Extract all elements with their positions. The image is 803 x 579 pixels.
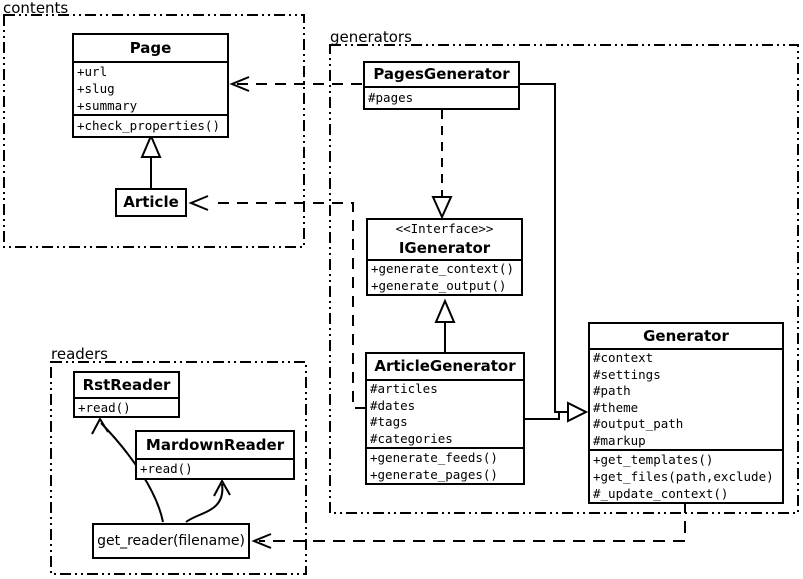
class-markdownreader-title: MardownReader — [145, 436, 285, 454]
class-igenerator: <<Interface>> IGenerator +generate_conte… — [366, 218, 523, 296]
dependency-generator-to-getreader — [251, 501, 686, 549]
function-get-reader: get_reader(filename) — [92, 523, 250, 559]
attribute: #path — [593, 383, 631, 398]
attribute: +slug — [77, 81, 115, 96]
class-igenerator-title: IGenerator — [398, 239, 491, 257]
method: +generate_context() — [371, 261, 514, 276]
package-contents-label: contents — [3, 0, 69, 17]
attribute: +summary — [77, 98, 138, 113]
class-igenerator-stereotype: <<Interface>> — [395, 221, 494, 236]
dependency-articlegenerator-to-article — [188, 195, 366, 409]
class-rstreader: RstReader +read() — [73, 371, 180, 418]
attribute: #context — [593, 350, 654, 365]
attribute: #pages — [368, 90, 414, 105]
class-pagesgenerator-title: PagesGenerator — [373, 65, 510, 83]
package-readers-label: readers — [51, 345, 108, 363]
class-article: Article — [115, 188, 187, 217]
attribute: #settings — [593, 366, 661, 382]
attribute: #categories — [370, 430, 453, 446]
class-article-title: Article — [123, 193, 179, 211]
method: +generate_feeds() — [370, 450, 498, 465]
dependency-pagesgenerator-to-page — [229, 76, 362, 92]
realization-pagesgenerator-to-igenerator — [431, 110, 453, 220]
method: #_update_context() — [593, 486, 729, 501]
method: +get_templates() — [593, 452, 714, 467]
attribute: #theme — [593, 399, 639, 415]
class-generator: Generator #context #settings #path #them… — [588, 322, 784, 504]
class-page: Page +url +slug +summary +check_properti… — [72, 33, 229, 138]
method: +read() — [140, 461, 193, 476]
class-igenerator-methods: +generate_context() +generate_output() — [368, 259, 521, 294]
package-generators-border — [329, 44, 799, 514]
attribute: #tags — [370, 414, 408, 429]
class-pagesgenerator-attributes: #pages — [365, 86, 518, 108]
class-articlegenerator-title: ArticleGenerator — [374, 357, 516, 375]
class-pagesgenerator: PagesGenerator #pages — [363, 61, 520, 110]
attribute: #output_path — [593, 416, 684, 431]
class-articlegenerator-attributes: #articles #dates #tags #categories — [367, 379, 523, 447]
generalization-generators-to-generator — [519, 83, 589, 423]
generalization-articlegenerator-to-igenerator — [434, 298, 456, 352]
class-generator-title: Generator — [643, 327, 729, 345]
method: +generate_pages() — [370, 467, 498, 482]
package-contents-border — [3, 14, 305, 248]
class-articlegenerator-methods: +generate_feeds() +generate_pages() — [367, 447, 523, 483]
function-get-reader-label: get_reader(filename) — [97, 533, 245, 549]
class-markdownreader-methods: +read() — [137, 458, 293, 478]
package-readers-border — [50, 361, 307, 575]
class-page-attributes: +url +slug +summary — [74, 61, 227, 114]
method: +generate_output() — [371, 277, 507, 293]
class-markdownreader: MardownReader +read() — [135, 430, 295, 480]
class-generator-methods: +get_templates() +get_files(path,exclude… — [590, 449, 782, 502]
attribute: #articles — [370, 381, 438, 396]
class-rstreader-methods: +read() — [75, 397, 178, 416]
class-page-title: Page — [129, 39, 172, 57]
attribute: #markup — [593, 432, 646, 448]
attribute: #dates — [370, 397, 416, 413]
class-generator-attributes: #context #settings #path #theme #output_… — [590, 348, 782, 449]
method: +get_files(path,exclude) — [593, 469, 774, 484]
call-arrow-getreader-to-markdownreader — [185, 478, 231, 523]
attribute: +url — [77, 64, 108, 79]
class-rstreader-title: RstReader — [82, 376, 171, 394]
class-page-methods: +check_properties() — [74, 114, 227, 136]
package-generators-label: generators — [330, 28, 412, 46]
class-articlegenerator: ArticleGenerator #articles #dates #tags … — [365, 352, 525, 485]
method: +check_properties() — [77, 118, 220, 133]
generalization-article-to-page — [140, 133, 162, 188]
method: +read() — [78, 400, 131, 415]
class-igenerator-header: <<Interface>> IGenerator — [368, 220, 521, 259]
